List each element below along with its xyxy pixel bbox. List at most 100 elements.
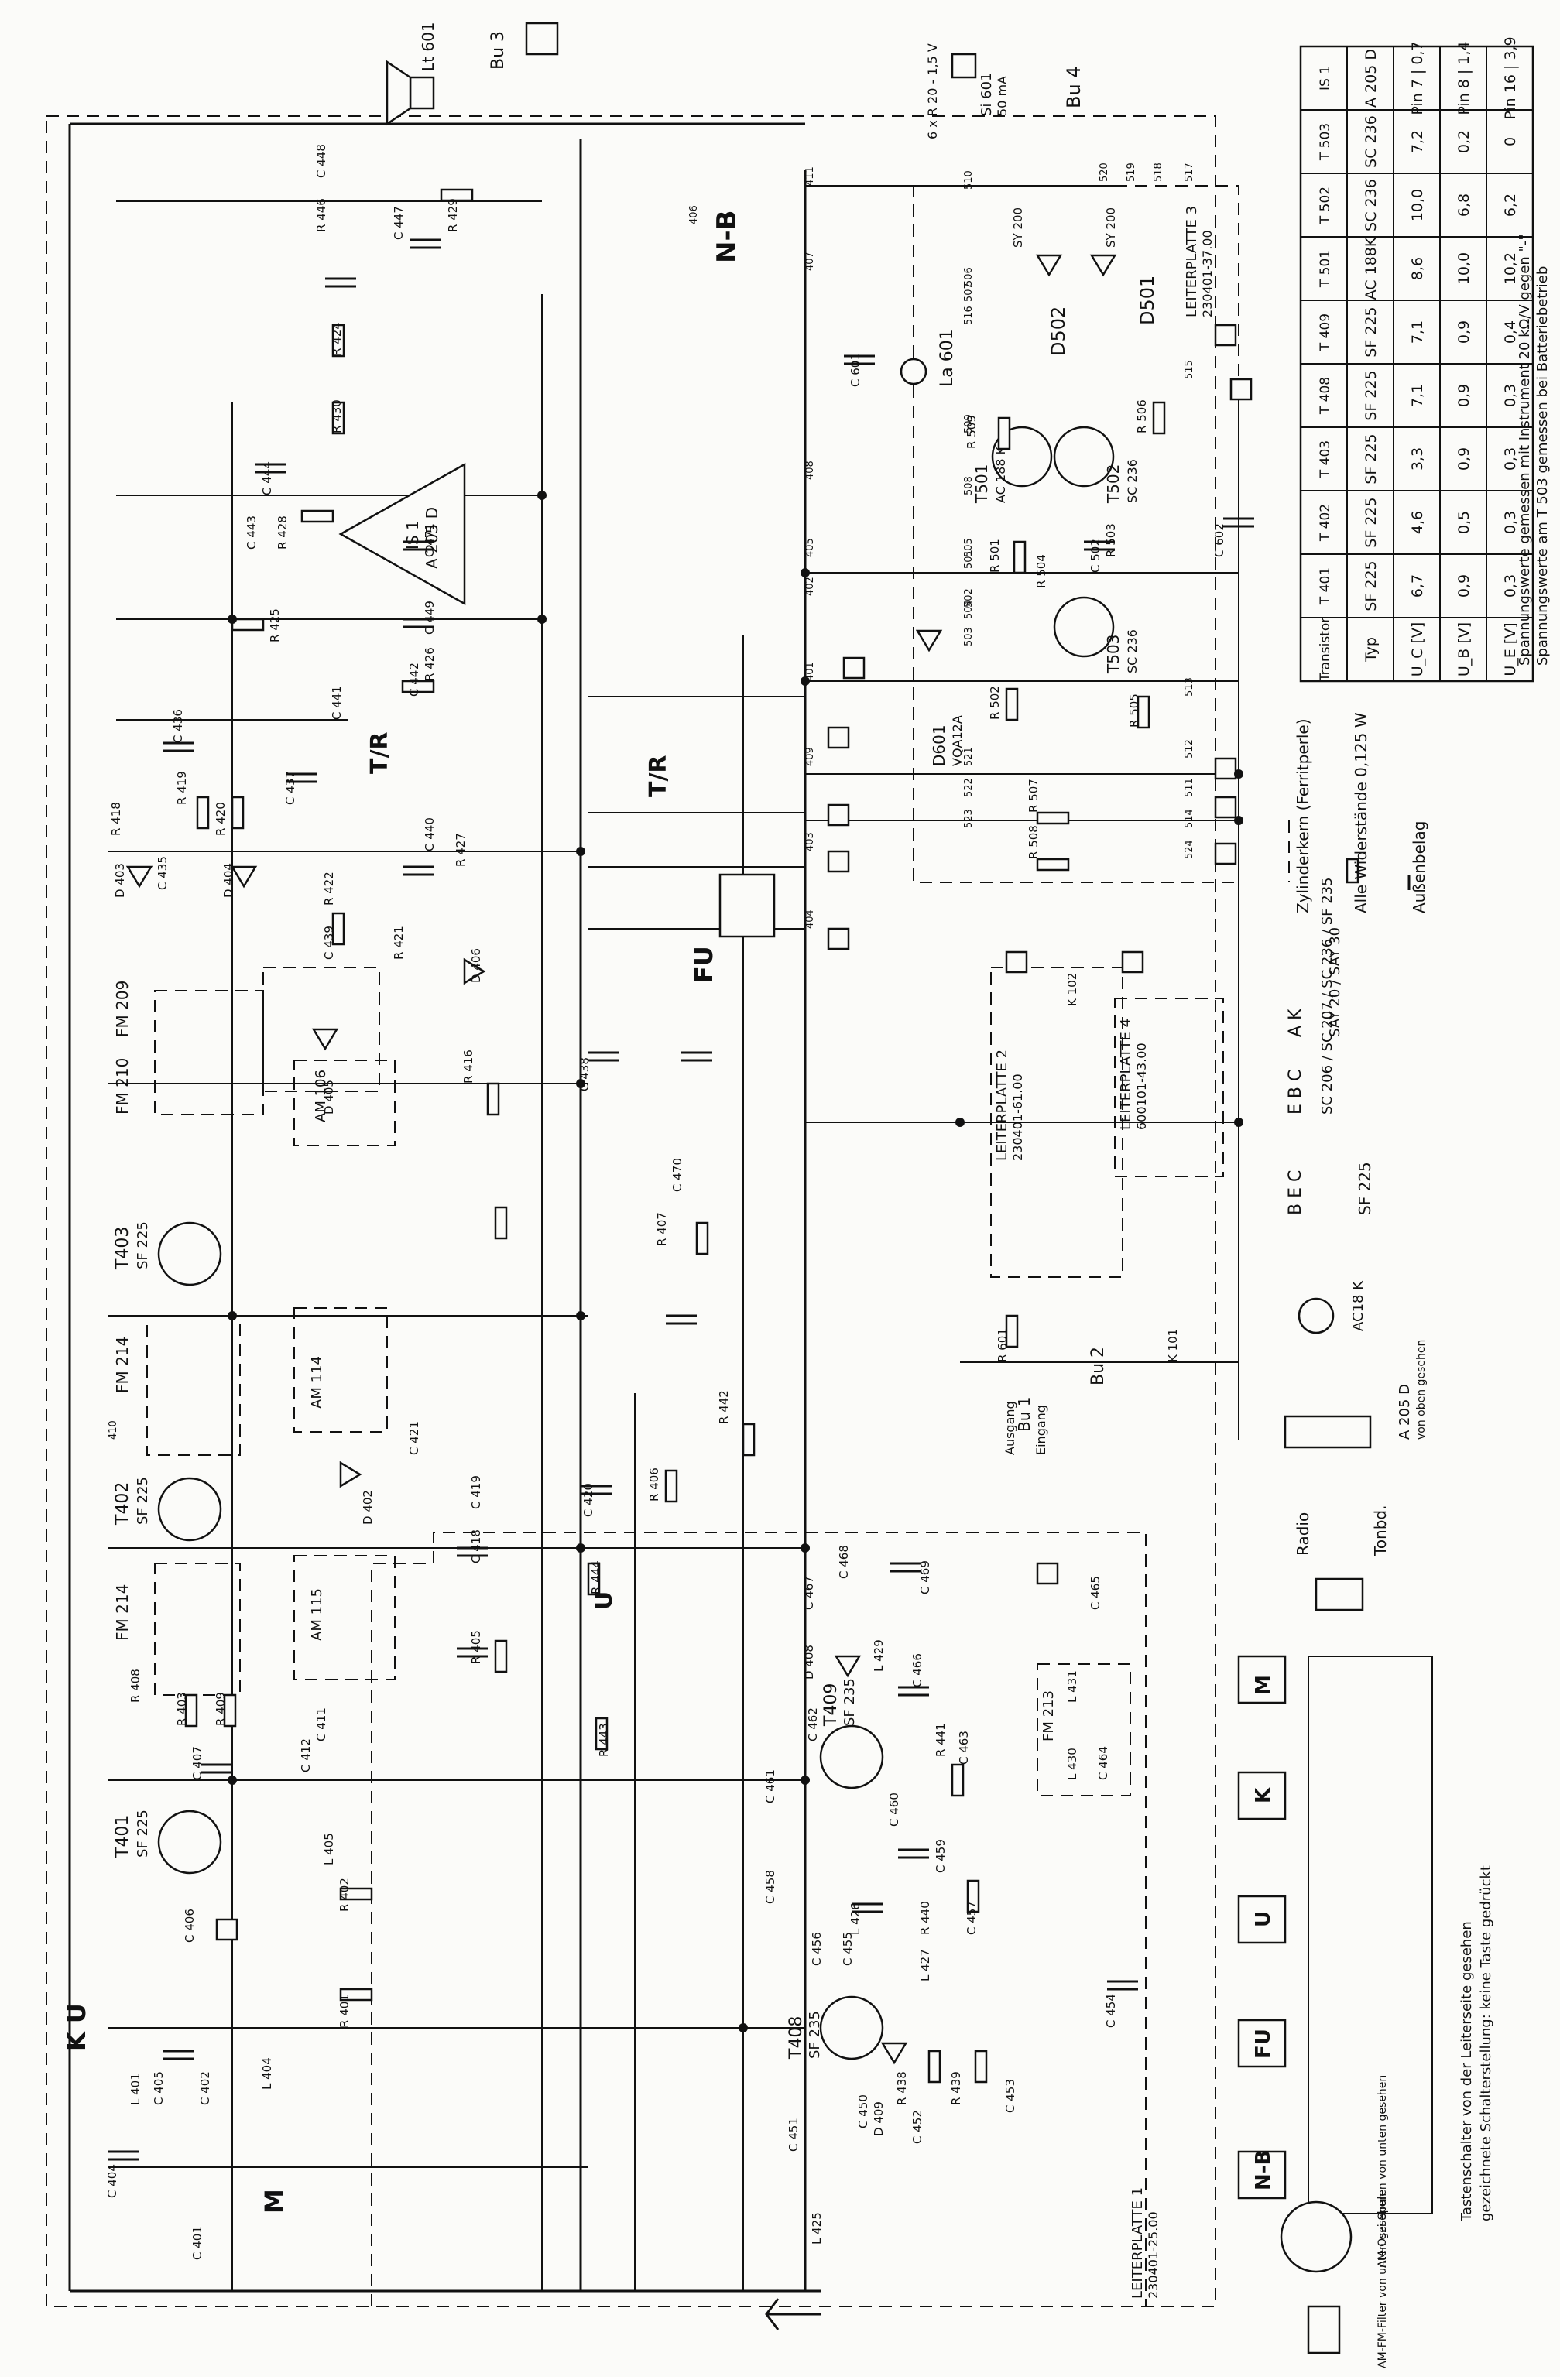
svg-text:R 428: R 428 [276, 515, 290, 550]
svg-text:504: 504 [963, 600, 975, 619]
svg-text:C 442: C 442 [407, 663, 421, 697]
svg-text:404: 404 [804, 909, 816, 929]
svg-text:C 436: C 436 [171, 709, 185, 743]
fu-label: FU [689, 946, 718, 983]
table-cell: Pin 7 | 0,7 [1409, 41, 1426, 115]
svg-text:R 405: R 405 [469, 1630, 483, 1664]
svg-text:R 426: R 426 [423, 647, 437, 681]
battery-label: 6 x R 20 - 1,5 V [925, 43, 940, 139]
plate1-outline [371, 1532, 1147, 2306]
svg-text:518: 518 [1153, 163, 1164, 182]
fuse-label: Si 601 [979, 72, 995, 116]
table-cell: SF 225 [1363, 560, 1380, 611]
svg-text:R 424: R 424 [330, 322, 344, 356]
svg-text:R 421: R 421 [392, 926, 406, 960]
t502-ref: T502 [1104, 464, 1123, 504]
table-cell: 7,1 [1409, 320, 1426, 344]
filter-fm214-b: FM 214 [113, 1584, 132, 1641]
ic-is1: IS 1 A 205 D [338, 462, 466, 606]
jack-bu3: Bu 3 [489, 22, 559, 70]
svg-text:C 453: C 453 [1003, 2079, 1017, 2113]
filter-am114: AM 114 [309, 1356, 325, 1409]
svg-text:C 461: C 461 [763, 1769, 777, 1803]
ic-type: A 205 D [423, 507, 441, 569]
svg-text:R 408: R 408 [129, 1669, 142, 1703]
svg-text:411: 411 [804, 166, 816, 186]
table-note2: Spannungswerte am T 503 gemessen bei Bat… [1534, 266, 1551, 666]
transistor-symbols [157, 426, 1115, 2060]
nb-label: N-B [711, 211, 742, 263]
junction-dots [228, 491, 1243, 2032]
transistor-t402 [157, 1477, 222, 1542]
svg-text:523: 523 [963, 809, 975, 828]
svg-text:507: 507 [963, 283, 975, 302]
svg-text:C 447: C 447 [392, 206, 406, 240]
svg-text:SY 200: SY 200 [1011, 207, 1025, 248]
svg-text:R 501: R 501 [988, 539, 1002, 573]
part-refs-left: C 404 C 405 L 401 C 402 C 401 L 404 R 40… [105, 1669, 351, 2260]
table-cell: T 403 [1318, 440, 1333, 478]
svg-text:516: 516 [963, 306, 975, 325]
svg-text:C 454: C 454 [1104, 1994, 1118, 2028]
part-refs-rf: D 408 C 467 C 468 C 469 L 429 C 466 C 46… [763, 1545, 1118, 2245]
svg-text:C 458: C 458 [763, 1870, 777, 1904]
svg-text:409: 409 [804, 747, 816, 766]
d501-label: D501 [1137, 276, 1158, 325]
svg-text:R 508: R 508 [1027, 825, 1041, 859]
t403-type: SF 225 [135, 1221, 151, 1269]
svg-text:505: 505 [963, 538, 975, 557]
table-cell: T 501 [1318, 250, 1333, 288]
svg-text:C 601: C 601 [849, 353, 862, 387]
svg-text:C 467: C 467 [802, 1576, 816, 1610]
svg-text:R 430: R 430 [330, 399, 344, 433]
svg-text:C 402: C 402 [198, 2071, 212, 2105]
t401-ref: T401 [113, 1815, 132, 1858]
switch-bank: M K U FU N-B Tastenschalter von der Leit… [1237, 1655, 1494, 2368]
speaker-lt601: Lt 601 [386, 22, 437, 126]
table-cell: 6,7 [1409, 574, 1426, 598]
svg-text:406: 406 [688, 205, 700, 224]
svg-text:C 455: C 455 [841, 1932, 855, 1966]
part-refs-top: C 448 R 446 C 447 R 429 R 424 R 430 C 44… [109, 144, 468, 960]
svg-text:SC 206 / SC 207 / SC 236 / SF: SC 206 / SC 207 / SC 236 / SF 235 [1319, 877, 1335, 1115]
table-cell: A 205 D [1363, 49, 1380, 108]
svg-text:L 431: L 431 [1065, 1670, 1079, 1703]
svg-text:FU: FU [1252, 2029, 1275, 2059]
svg-text:R 418: R 418 [109, 802, 123, 836]
transistor-t502 [1053, 426, 1115, 488]
t401-type: SF 225 [135, 1810, 151, 1858]
table-cell: 0,9 [1455, 320, 1473, 344]
t403-ref: T403 [113, 1227, 132, 1270]
lp4-label: LEITERPLATTE 4 [1118, 1019, 1134, 1130]
bu4-label: Bu 4 [1063, 66, 1085, 108]
capacitor-symbols [108, 238, 1254, 2161]
table-cell: 10,0 [1455, 252, 1473, 285]
transistor-t403 [157, 1221, 222, 1286]
svg-text:C 452: C 452 [910, 2110, 924, 2144]
filter-blocks [146, 967, 1131, 1796]
transistor-t408 [819, 1995, 884, 2060]
svg-text:519: 519 [1126, 163, 1137, 182]
svg-text:C 468: C 468 [837, 1545, 851, 1579]
svg-text:C 420: C 420 [581, 1483, 595, 1517]
table-cell: SF 225 [1363, 433, 1380, 484]
svg-text:R 504: R 504 [1034, 554, 1048, 588]
lp2-label: LEITERPLATTE 2 [994, 1050, 1010, 1161]
t402-ref: T402 [113, 1482, 132, 1526]
transistor-t409 [819, 1724, 884, 1789]
svg-text:R 420: R 420 [214, 802, 228, 836]
svg-text:SAY 20 / SAY 30: SAY 20 / SAY 30 [1327, 927, 1343, 1037]
svg-text:K: K [1252, 1787, 1275, 1803]
svg-text:C 450: C 450 [856, 2094, 870, 2128]
svg-text:517: 517 [1184, 163, 1195, 182]
eingang-label: Eingang [1034, 1405, 1048, 1455]
svg-text:C 448: C 448 [314, 144, 328, 178]
table-cell: T 409 [1318, 313, 1333, 351]
svg-text:R 401: R 401 [338, 1994, 351, 2028]
transistor-t503 [1053, 596, 1115, 658]
svg-text:L 430: L 430 [1065, 1748, 1079, 1780]
svg-text:R 503: R 503 [1104, 523, 1118, 557]
svg-text:C 462: C 462 [806, 1707, 820, 1741]
